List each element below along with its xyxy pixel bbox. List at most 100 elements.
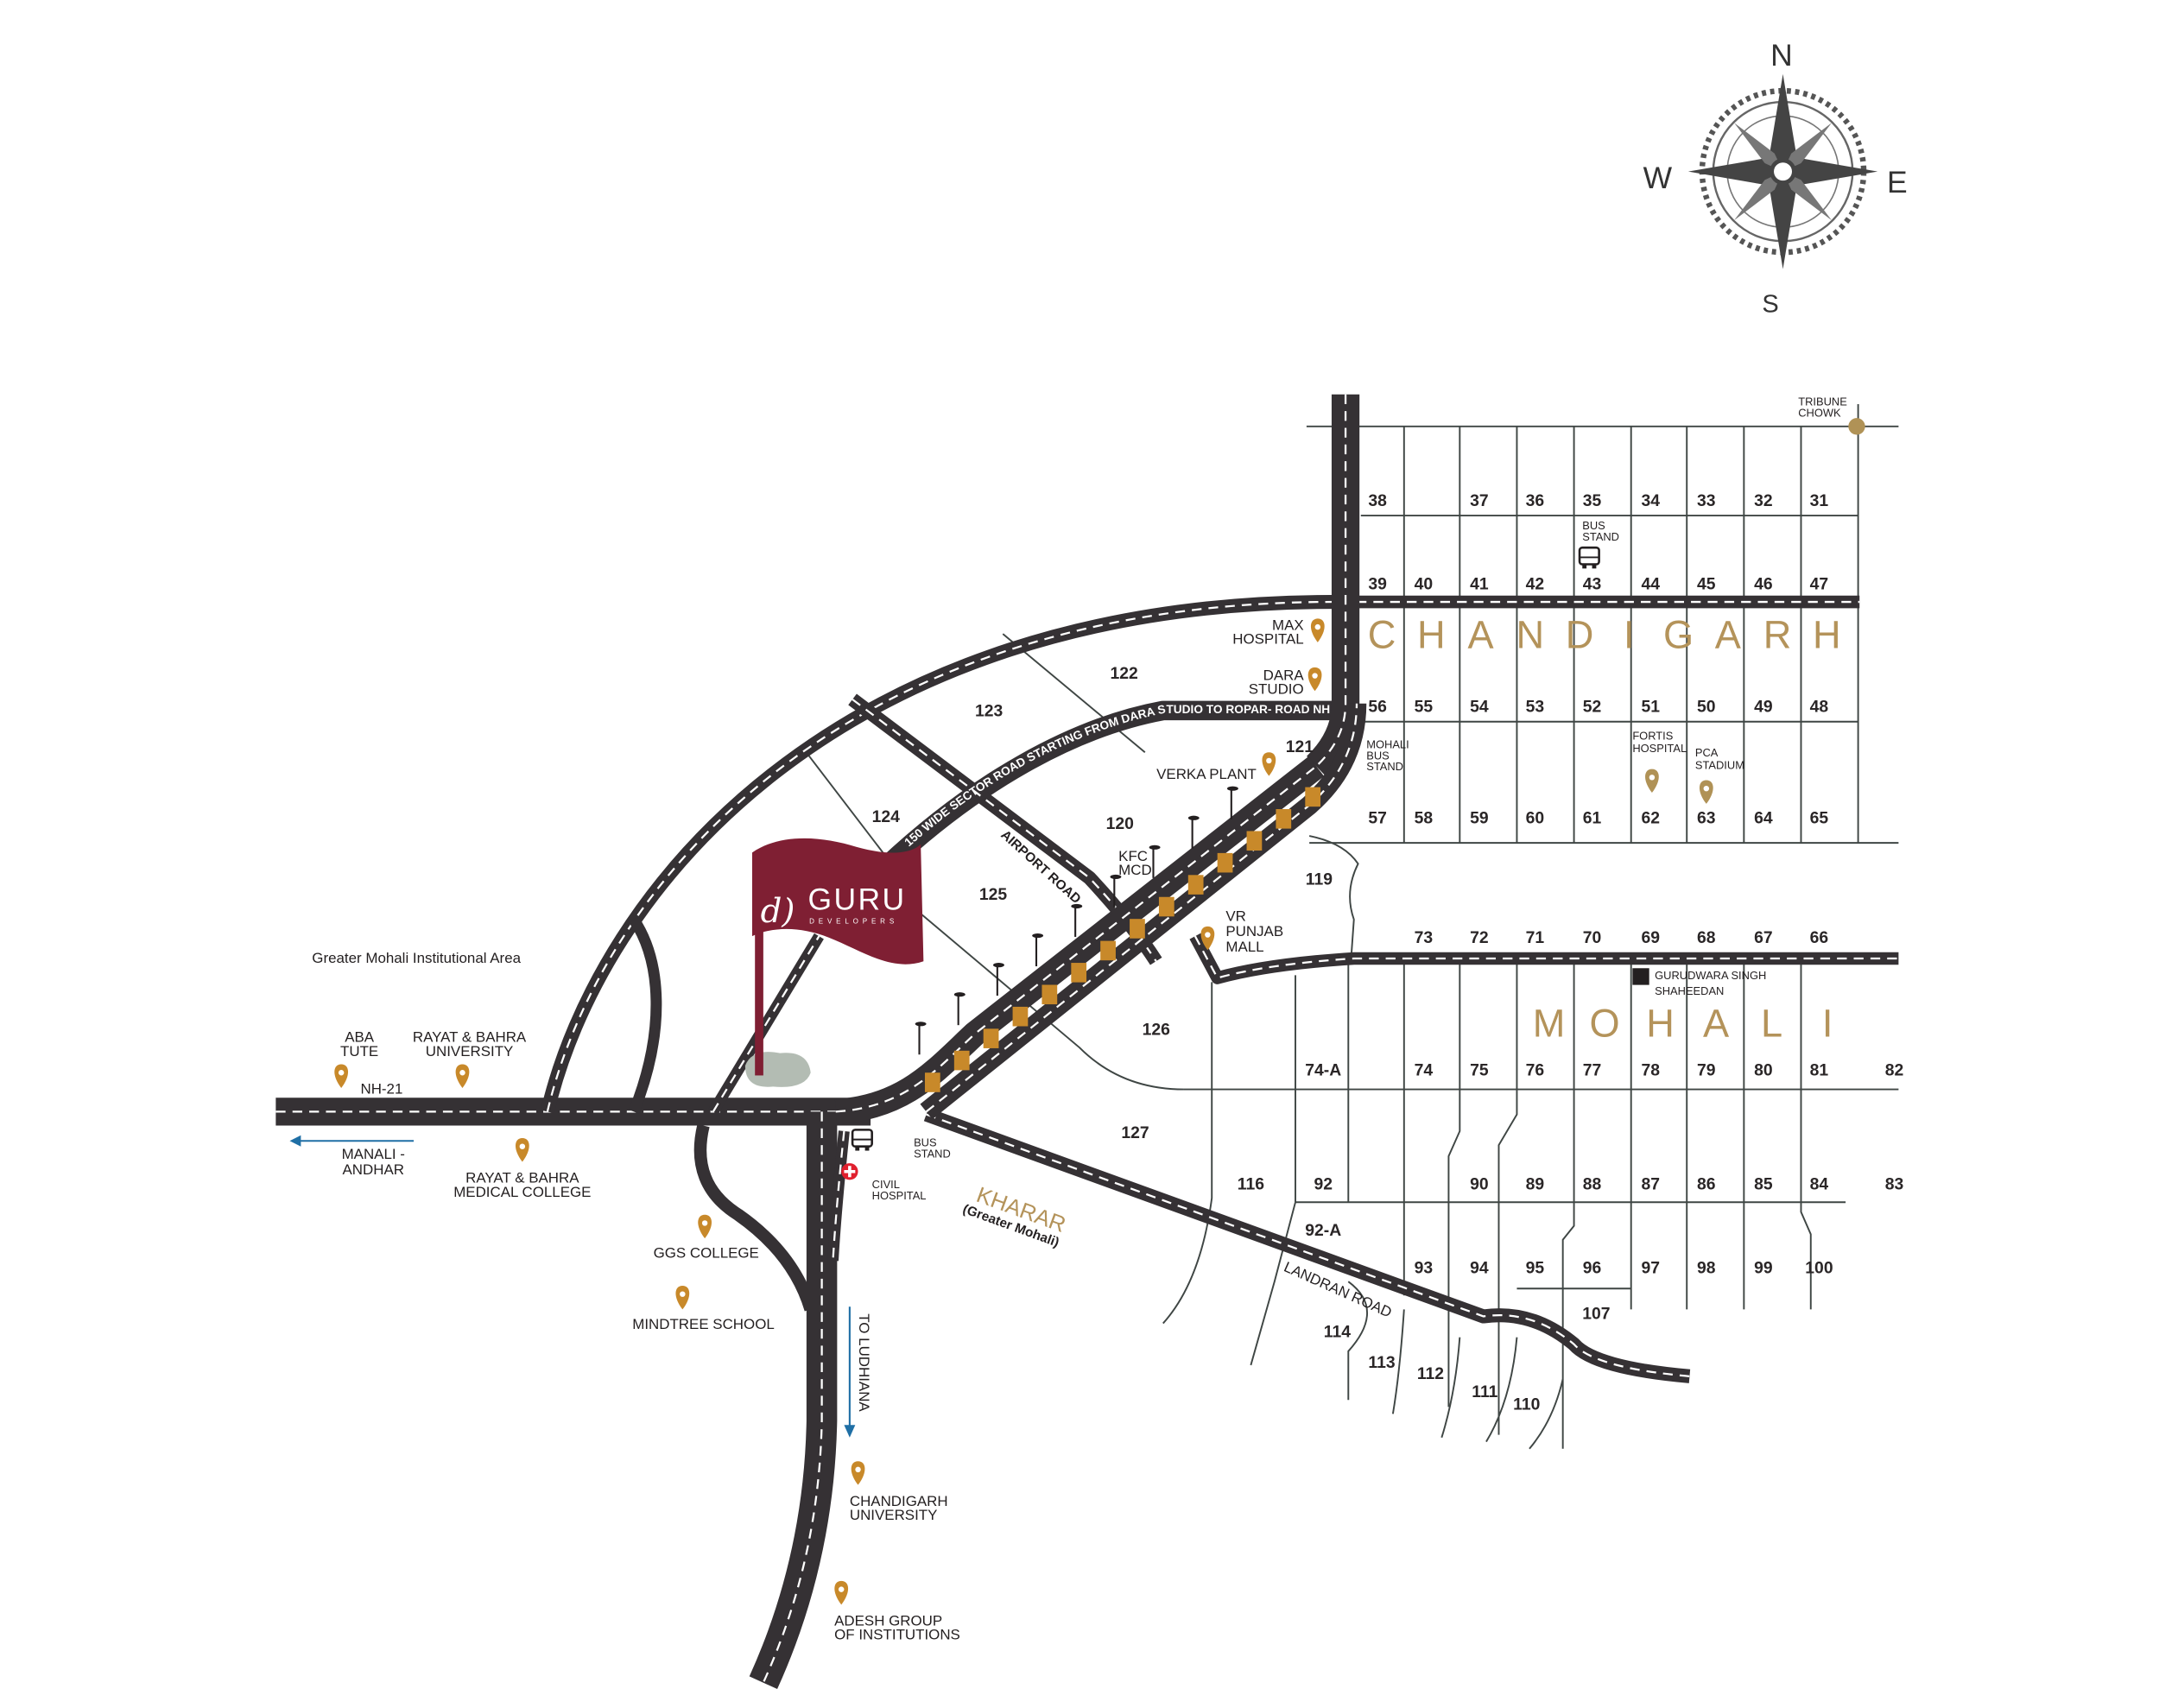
chandigarh-letter: D — [1566, 612, 1594, 656]
location-pin-icon — [455, 1064, 470, 1088]
location-pin-icon — [834, 1580, 849, 1605]
sector-label: 94 — [1470, 1258, 1489, 1277]
sector-label: 124 — [872, 807, 901, 826]
location-pin-icon — [851, 1461, 865, 1485]
sector-label: 31 — [1810, 491, 1829, 510]
landmark-label: HOSPITAL — [1232, 630, 1303, 647]
sector-label: 42 — [1526, 575, 1545, 594]
sector-label: 120 — [1106, 814, 1134, 833]
sector-label: 48 — [1810, 697, 1829, 716]
street-lamp-head — [993, 963, 1004, 968]
street-lamp-head — [1187, 815, 1200, 820]
outer-arc-road — [541, 594, 1340, 1114]
landmark-label: HOSPITAL — [1632, 742, 1687, 755]
ludhiana-label: TO LUDHIANA — [856, 1313, 872, 1412]
landmark-label: BUS — [1366, 749, 1390, 762]
decorations — [915, 786, 1321, 1092]
median-block — [1042, 984, 1058, 1005]
sector-label: 50 — [1697, 697, 1716, 716]
landmark-label: ADESH GROUP — [834, 1613, 942, 1629]
sector-label: 76 — [1526, 1060, 1545, 1079]
landmark-label: BUS — [914, 1136, 937, 1149]
landmark-label: SHAHEEDAN — [1655, 984, 1724, 997]
median-block — [1217, 852, 1233, 873]
compass-rose-icon: N S E W — [1643, 38, 1908, 318]
brand-mark: d) — [761, 892, 795, 931]
landmark-label: MOHALI — [1366, 737, 1409, 750]
sector-label: 125 — [979, 885, 1008, 904]
vr-mall-road — [1189, 933, 1899, 984]
street-lamp-head — [1032, 933, 1044, 939]
median-block — [1130, 919, 1145, 939]
sector-label: 121 — [1286, 737, 1314, 756]
mohali-letter: H — [1646, 1001, 1675, 1045]
sector-boundary-line — [1529, 1378, 1564, 1450]
location-pin-icon — [698, 1214, 712, 1239]
median-block — [1305, 787, 1321, 807]
sector-label: 59 — [1470, 809, 1489, 828]
location-pin-icon — [515, 1138, 529, 1162]
civil-hospital-road — [827, 1130, 850, 1262]
landmark-ggs-college: GGS COLLEGE — [654, 1214, 759, 1262]
sector-label: 110 — [1513, 1395, 1540, 1414]
sector-label: 88 — [1583, 1175, 1602, 1194]
sector-label: 107 — [1582, 1305, 1610, 1324]
sector-label: 119 — [1306, 870, 1333, 889]
landmark-verka-plant: VERKA PLANT — [1156, 752, 1276, 782]
tribune-chowk-marker — [1848, 418, 1865, 435]
sector-label: 90 — [1470, 1175, 1489, 1194]
sector-label: 99 — [1754, 1258, 1773, 1277]
sector-label: 77 — [1583, 1060, 1602, 1079]
sector-label: 32 — [1754, 491, 1773, 510]
sector-label: 89 — [1526, 1175, 1545, 1194]
landmark-label: HOSPITAL — [872, 1189, 927, 1202]
sector-label: 127 — [1121, 1123, 1149, 1142]
manali-arrowhead-icon — [289, 1135, 301, 1147]
west-loop-road — [693, 1123, 817, 1312]
dara-ropar-road — [879, 700, 1340, 874]
location-pin-icon — [1307, 667, 1322, 692]
sector-label: 78 — [1642, 1060, 1661, 1079]
street-lamp-head — [1149, 845, 1161, 850]
location-pin-icon — [1310, 618, 1325, 642]
sector-label: 54 — [1470, 697, 1489, 716]
sector-label: 111 — [1472, 1382, 1497, 1401]
sector-label: 34 — [1642, 491, 1661, 510]
sector-label: 92-A — [1305, 1221, 1341, 1240]
sector-label: 47 — [1810, 575, 1829, 594]
location-pin-icon — [1262, 752, 1276, 776]
mohali-letter: O — [1590, 1001, 1620, 1045]
sector-label: 45 — [1697, 575, 1716, 594]
landmark-label: GURUDWARA SINGH — [1655, 969, 1766, 982]
landmark-label: PCA — [1695, 746, 1719, 759]
median-block — [1276, 809, 1292, 829]
sector-boundary-line — [1250, 1201, 1296, 1366]
landmark-label: STADIUM — [1695, 759, 1744, 772]
sector-label: 68 — [1697, 928, 1716, 947]
landmark-label: PUNJAB — [1225, 923, 1283, 939]
sector-label: 51 — [1642, 697, 1661, 716]
landmark-label: KFC — [1118, 848, 1148, 864]
sector-label: 64 — [1754, 809, 1773, 828]
north-road — [1306, 394, 1360, 777]
sector-label: 37 — [1470, 491, 1489, 510]
sector-label: 114 — [1324, 1323, 1351, 1342]
landmark-label: TUTE — [340, 1043, 378, 1060]
sector-label: 98 — [1697, 1258, 1716, 1277]
sector-boundaries — [800, 404, 1899, 1450]
sector-label: 84 — [1810, 1175, 1829, 1194]
sector-label: 66 — [1810, 928, 1829, 947]
south-road — [749, 1111, 838, 1690]
bus-icon — [851, 1129, 873, 1151]
location-pin-icon — [334, 1064, 349, 1088]
sector-label: 126 — [1143, 1021, 1171, 1040]
location-pin-icon — [675, 1286, 690, 1310]
street-lamp-head — [953, 992, 966, 997]
sector-boundary-line — [1440, 1337, 1461, 1439]
sector-boundary-line — [1497, 961, 1518, 1435]
compass-east: E — [1887, 165, 1908, 199]
